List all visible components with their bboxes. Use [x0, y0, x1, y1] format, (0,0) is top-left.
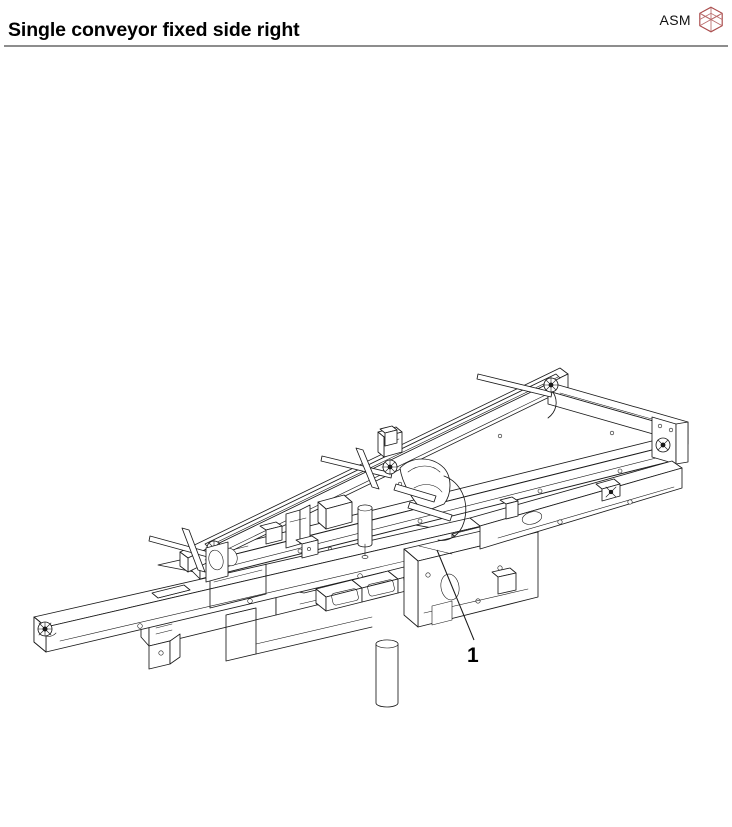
asm-hexagon-logo-icon [698, 6, 724, 33]
right-lower-side-rail [469, 460, 683, 550]
adjuster-spindles [148, 373, 560, 573]
left-end-pulley [37, 621, 57, 637]
right-spindle-knob [542, 376, 560, 394]
technical-drawing-area: .ln { fill:none; stroke:#1a1a1a; stroke-… [0, 52, 732, 827]
sensor-and-fittings [151, 425, 519, 599]
callout-label-1: 1 [467, 644, 479, 667]
brand-name-label: ASM [659, 11, 691, 28]
rear-right-cross-rail [547, 381, 689, 465]
page-title: Single conveyor fixed side right [8, 19, 300, 41]
centre-machinery-cluster [205, 426, 467, 609]
brand-logo: ASM [659, 6, 724, 33]
centre-spindle-knob [381, 458, 399, 476]
conveyor-assembly-illustration: .ln { fill:none; stroke:#1a1a1a; stroke-… [33, 367, 689, 708]
right-end-pulley [655, 437, 671, 453]
callout-1-leader [418, 545, 475, 641]
title-divider-rule [4, 45, 728, 47]
page-header: Single conveyor fixed side right ASM [0, 0, 732, 52]
